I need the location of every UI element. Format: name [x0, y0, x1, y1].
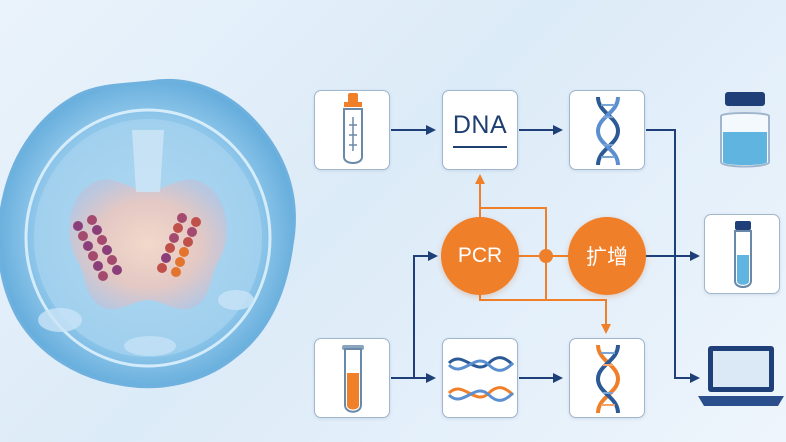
arrow-helix-to-laptop [646, 129, 700, 383]
nucleus [69, 179, 227, 310]
laptop-icon [698, 346, 784, 406]
dna-underline [453, 146, 507, 148]
dna-label: DNA [452, 111, 508, 139]
card-dropper-tube [314, 90, 390, 170]
card-double-helix [442, 338, 518, 418]
dna-helix-icon [595, 344, 621, 414]
card-amplified-helix [569, 338, 645, 418]
chromosome-left [73, 215, 122, 281]
orange-link-top [480, 207, 547, 256]
arrow-tube-to-pcr [391, 251, 438, 379]
chromosome-right [157, 213, 201, 277]
reagent-bottle-icon [720, 92, 770, 168]
sample-tube-icon [734, 221, 752, 288]
dna-helix-icon [595, 96, 621, 166]
amplify-node: 扩增 [568, 217, 646, 295]
orange-tube-icon [342, 345, 364, 413]
card-sample-tube [704, 214, 780, 294]
card-dna: DNA [442, 90, 518, 170]
orange-arrow-to-helix3 [546, 299, 611, 334]
orange-link-bottom [479, 256, 547, 301]
card-orange-tube [314, 338, 390, 418]
organelle [218, 290, 254, 310]
cell-inner-ring [24, 108, 272, 368]
nucleus-stalk [132, 130, 164, 192]
organelle [124, 336, 176, 356]
double-helix-icon [447, 356, 515, 402]
organelle [38, 308, 82, 332]
cell-illustration [0, 78, 296, 389]
card-dna-helix [569, 90, 645, 170]
pcr-node: PCR [441, 217, 519, 295]
dropper-tube-icon [343, 93, 363, 164]
